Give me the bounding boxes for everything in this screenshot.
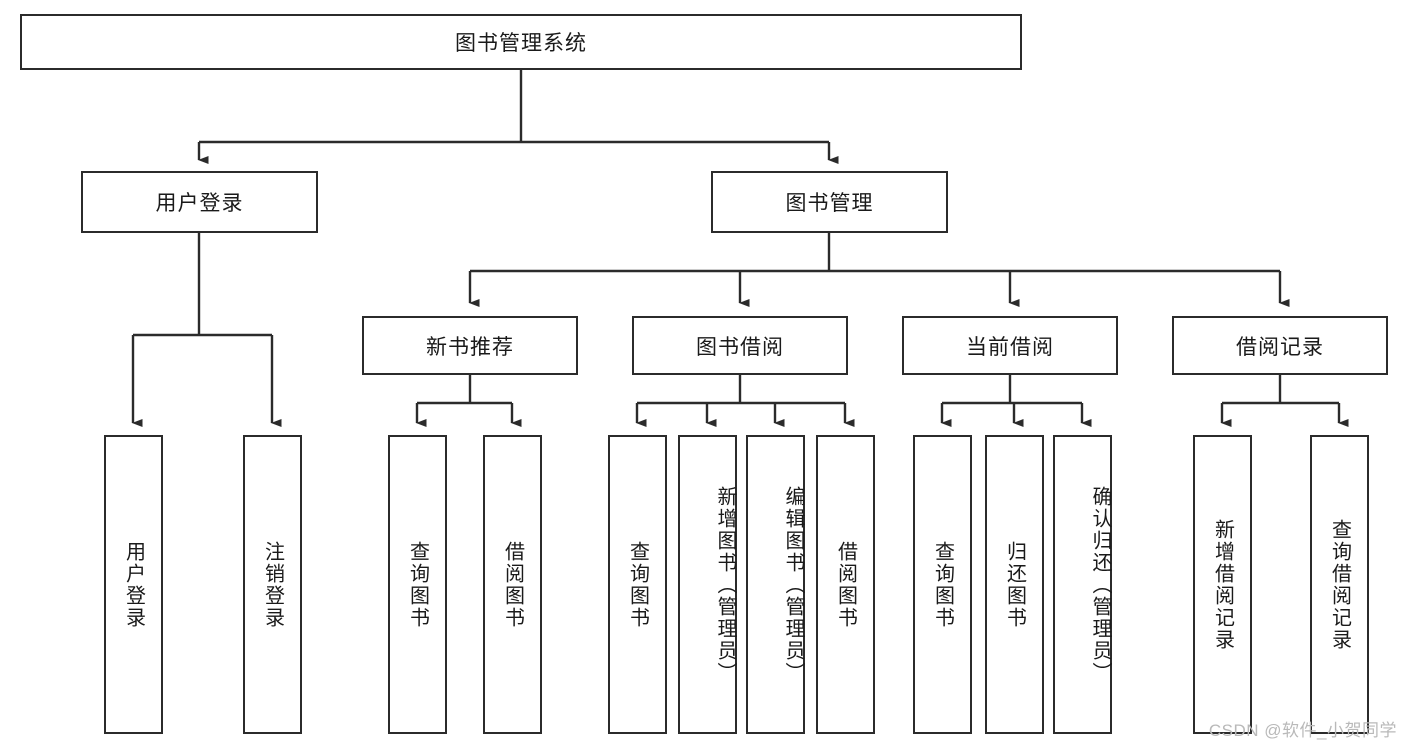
leaf-borrow-book-new-label: 借阅图书 xyxy=(501,540,524,629)
leaf-logout-label: 注销登录 xyxy=(261,540,284,629)
node-book-borrow-label: 图书借阅 xyxy=(696,335,784,359)
leaf-add-borrow-record-label: 新增借阅记录 xyxy=(1211,518,1234,651)
leaf-borrow-book[interactable]: 借阅图书 xyxy=(816,435,875,734)
leaf-add-book-label: 新增图书（管理员） xyxy=(714,485,736,684)
node-root[interactable]: 图书管理系统 xyxy=(20,14,1022,70)
node-book-management[interactable]: 图书管理 xyxy=(711,171,948,233)
leaf-add-book[interactable]: 新增图书（管理员） xyxy=(678,435,737,734)
leaf-query-book-current-label: 查询图书 xyxy=(931,540,954,629)
leaf-edit-book-label: 编辑图书（管理员） xyxy=(782,485,804,684)
leaf-return-book-label: 归还图书 xyxy=(1003,540,1026,629)
leaf-query-borrow-record[interactable]: 查询借阅记录 xyxy=(1310,435,1369,734)
leaf-query-book-current[interactable]: 查询图书 xyxy=(913,435,972,734)
leaf-borrow-book-new[interactable]: 借阅图书 xyxy=(483,435,542,734)
leaf-user-login[interactable]: 用户登录 xyxy=(104,435,163,734)
node-borrow-record[interactable]: 借阅记录 xyxy=(1172,316,1388,375)
leaf-user-login-label: 用户登录 xyxy=(122,540,145,629)
leaf-edit-book[interactable]: 编辑图书（管理员） xyxy=(746,435,805,734)
leaf-return-book[interactable]: 归还图书 xyxy=(985,435,1044,734)
leaf-confirm-return-label: 确认归还（管理员） xyxy=(1089,485,1111,684)
node-book-management-label: 图书管理 xyxy=(785,192,874,215)
leaf-query-book-borrow[interactable]: 查询图书 xyxy=(608,435,667,734)
node-root-label: 图书管理系统 xyxy=(455,32,587,55)
leaf-borrow-book-label: 借阅图书 xyxy=(834,540,857,629)
leaf-logout[interactable]: 注销登录 xyxy=(243,435,302,734)
leaf-query-book-new-label: 查询图书 xyxy=(406,540,429,629)
leaf-confirm-return[interactable]: 确认归还（管理员） xyxy=(1053,435,1112,734)
node-new-book-recommend[interactable]: 新书推荐 xyxy=(362,316,578,375)
node-current-borrow-label: 当前借阅 xyxy=(966,335,1054,359)
node-book-borrow[interactable]: 图书借阅 xyxy=(632,316,848,375)
csdn-watermark: CSDN @软件_小贺同学 xyxy=(1208,721,1397,740)
node-borrow-record-label: 借阅记录 xyxy=(1236,335,1324,359)
node-user-login[interactable]: 用户登录 xyxy=(81,171,318,233)
leaf-add-borrow-record[interactable]: 新增借阅记录 xyxy=(1193,435,1252,734)
node-user-login-label: 用户登录 xyxy=(155,192,244,215)
node-new-book-recommend-label: 新书推荐 xyxy=(426,335,514,359)
leaf-query-borrow-record-label: 查询借阅记录 xyxy=(1328,518,1351,651)
node-current-borrow[interactable]: 当前借阅 xyxy=(902,316,1118,375)
leaf-query-book-borrow-label: 查询图书 xyxy=(626,540,649,629)
leaf-query-book-new[interactable]: 查询图书 xyxy=(388,435,447,734)
